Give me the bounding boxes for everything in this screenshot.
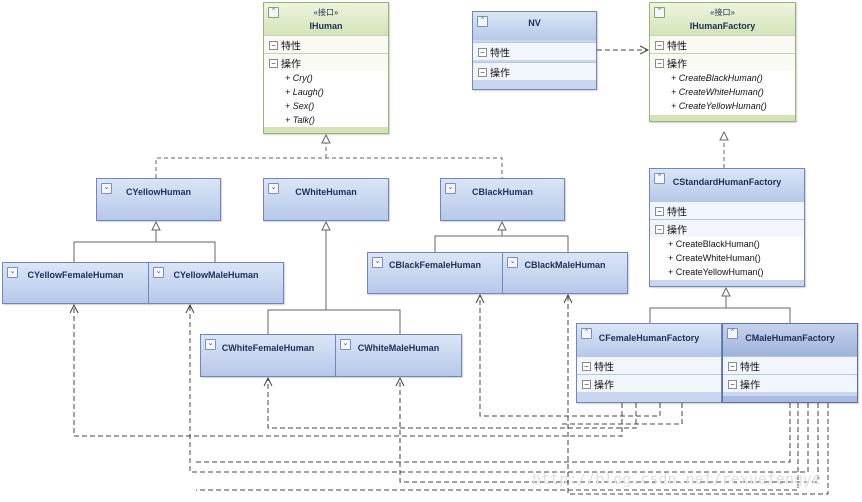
operation: + Laugh() bbox=[285, 87, 324, 97]
class-name: CYellowHuman bbox=[125, 187, 191, 197]
operations-section[interactable]: − 操作 bbox=[473, 62, 596, 80]
attributes-section[interactable]: − 特性 bbox=[473, 42, 596, 60]
operation: + Sex() bbox=[285, 101, 315, 111]
cfemalefactory-class[interactable]: ⌃ CFemaleHumanFactory − 特性 − 操作 bbox=[576, 323, 722, 403]
operations-section[interactable]: − 操作 bbox=[650, 53, 795, 71]
class-name: CYellowFemaleHuman bbox=[27, 270, 124, 280]
attributes-section[interactable]: − 特性 bbox=[723, 356, 857, 374]
class-name: CBlackFemaleHuman bbox=[388, 260, 482, 270]
operation: + CreateYellowHuman() bbox=[671, 101, 767, 111]
expand-chevron-icon[interactable]: ⌄ bbox=[7, 267, 18, 278]
expand-chevron-icon[interactable]: ⌄ bbox=[372, 257, 383, 268]
attributes-section[interactable]: − 特性 bbox=[577, 356, 721, 374]
collapse-box-icon[interactable]: − bbox=[582, 379, 591, 389]
cstandardfactory-class[interactable]: ⌃ CStandardHumanFactory − 特性 − 操作 + Crea… bbox=[649, 168, 805, 287]
collapse-box-icon[interactable]: − bbox=[655, 58, 664, 68]
expand-chevron-icon[interactable]: ⌄ bbox=[445, 183, 456, 194]
cwhitehuman-class[interactable]: ⌄ CWhiteHuman bbox=[263, 178, 389, 221]
dependency-to-cwhitemale bbox=[400, 378, 819, 483]
watermark: http://blog.csdn.net/rexuefengye bbox=[532, 470, 821, 488]
dependency-to-cyellowmale bbox=[190, 305, 809, 473]
inherit-cyellowhuman bbox=[73, 241, 216, 262]
dependency-to-cblackmale bbox=[568, 295, 829, 495]
expand-chevron-icon[interactable]: ⌃ bbox=[581, 328, 592, 339]
cblackhuman-class[interactable]: ⌄ CBlackHuman bbox=[440, 178, 565, 221]
cwhitemale-class[interactable]: ⌄ CWhiteMaleHuman bbox=[335, 334, 462, 377]
expand-chevron-icon[interactable]: ⌃ bbox=[654, 7, 665, 18]
stereotype-label: «接口» bbox=[710, 8, 735, 17]
collapse-box-icon[interactable]: − bbox=[655, 224, 664, 234]
collapse-box-icon[interactable]: − bbox=[728, 361, 737, 371]
cyellowmale-class[interactable]: ⌄ CYellowMaleHuman bbox=[148, 262, 284, 304]
cyellowfemale-class[interactable]: ⌄ CYellowFemaleHuman bbox=[2, 262, 149, 304]
expand-chevron-icon[interactable]: ⌃ bbox=[268, 7, 279, 18]
ihumanfactory-interface[interactable]: ⌃ «接口» IHumanFactory − 特性 − 操作 + CreateB… bbox=[649, 2, 796, 122]
collapse-box-icon[interactable]: − bbox=[269, 40, 278, 50]
operation: + CreateYellowHuman() bbox=[668, 267, 764, 277]
class-name: CYellowMaleHuman bbox=[173, 270, 259, 280]
class-name: CMaleHumanFactory bbox=[745, 333, 835, 343]
operation: + CreateWhiteHuman() bbox=[668, 253, 761, 263]
dependency-tail-1 bbox=[560, 403, 683, 425]
operation: + CreateBlackHuman() bbox=[671, 73, 763, 83]
operations-list: + Cry() + Laugh() + Sex() + Talk() bbox=[264, 71, 388, 127]
cblackmale-class[interactable]: ⌄ CBlackMaleHuman bbox=[502, 252, 628, 294]
operations-section[interactable]: − 操作 bbox=[650, 219, 804, 237]
expand-chevron-icon[interactable]: ⌄ bbox=[340, 339, 351, 350]
expand-chevron-icon[interactable]: ⌃ bbox=[727, 328, 738, 339]
realization-to-ihuman bbox=[155, 157, 503, 178]
class-name: CStandardHumanFactory bbox=[672, 177, 782, 187]
expand-chevron-icon[interactable]: ⌃ bbox=[654, 173, 665, 184]
inherit-cstandardfactory bbox=[649, 307, 791, 323]
nv-class[interactable]: ⌃ NV − 特性 − 操作 bbox=[472, 11, 597, 90]
class-name: CWhiteMaleHuman bbox=[357, 343, 440, 353]
operations-list: + CreateBlackHuman() + CreateWhiteHuman(… bbox=[650, 237, 804, 281]
collapse-box-icon[interactable]: − bbox=[582, 361, 591, 371]
operations-section[interactable]: − 操作 bbox=[723, 374, 857, 392]
dependency-tail-3 bbox=[196, 403, 799, 491]
expand-chevron-icon[interactable]: ⌄ bbox=[507, 257, 518, 268]
operations-list: + CreateBlackHuman() + CreateWhiteHuman(… bbox=[650, 71, 795, 115]
operation: + CreateWhiteHuman() bbox=[671, 87, 764, 97]
expand-chevron-icon[interactable]: ⌄ bbox=[268, 183, 279, 194]
class-name: IHumanFactory bbox=[689, 21, 756, 31]
attributes-section[interactable]: − 特性 bbox=[264, 35, 388, 53]
attributes-section[interactable]: − 特性 bbox=[650, 35, 795, 53]
inherit-cwhitehuman bbox=[267, 309, 401, 334]
class-name: CWhiteFemaleHuman bbox=[221, 343, 315, 353]
operation: + CreateBlackHuman() bbox=[668, 239, 760, 249]
operations-section[interactable]: − 操作 bbox=[264, 53, 388, 71]
expand-chevron-icon[interactable]: ⌄ bbox=[153, 267, 164, 278]
operation: + Cry() bbox=[285, 73, 313, 83]
collapse-box-icon[interactable]: − bbox=[478, 47, 487, 57]
collapse-box-icon[interactable]: − bbox=[728, 379, 737, 389]
collapse-box-icon[interactable]: − bbox=[655, 206, 664, 216]
expand-chevron-icon[interactable]: ⌃ bbox=[477, 16, 488, 27]
class-name: CWhiteHuman bbox=[295, 187, 357, 197]
collapse-box-icon[interactable]: − bbox=[478, 67, 487, 77]
attributes-section[interactable]: − 特性 bbox=[650, 201, 804, 219]
class-name: CBlackMaleHuman bbox=[524, 260, 606, 270]
cwhitefemale-class[interactable]: ⌄ CWhiteFemaleHuman bbox=[200, 334, 336, 377]
cblackfemale-class[interactable]: ⌄ CBlackFemaleHuman bbox=[367, 252, 503, 294]
collapse-box-icon[interactable]: − bbox=[655, 40, 664, 50]
ihuman-interface[interactable]: ⌃ «接口» IHuman − 特性 − 操作 + Cry() + Laugh(… bbox=[263, 2, 389, 134]
operation: + Talk() bbox=[285, 115, 315, 125]
expand-chevron-icon[interactable]: ⌄ bbox=[101, 183, 112, 194]
expand-chevron-icon[interactable]: ⌄ bbox=[205, 339, 216, 350]
dependency-tail-2 bbox=[194, 403, 791, 463]
class-name: CBlackHuman bbox=[471, 187, 534, 197]
class-name: NV bbox=[528, 18, 541, 28]
cyellowhuman-class[interactable]: ⌄ CYellowHuman bbox=[96, 178, 221, 221]
collapse-box-icon[interactable]: − bbox=[269, 58, 278, 68]
operations-section[interactable]: − 操作 bbox=[577, 374, 721, 392]
class-name: CFemaleHumanFactory bbox=[598, 333, 700, 343]
class-name: IHuman bbox=[309, 21, 343, 31]
stereotype-label: «接口» bbox=[313, 8, 339, 17]
dependency-to-cyellowfemale bbox=[74, 305, 623, 437]
cmalefactory-class[interactable]: ⌃ CMaleHumanFactory − 特性 − 操作 bbox=[722, 323, 858, 403]
inherit-cblackhuman bbox=[434, 235, 569, 252]
